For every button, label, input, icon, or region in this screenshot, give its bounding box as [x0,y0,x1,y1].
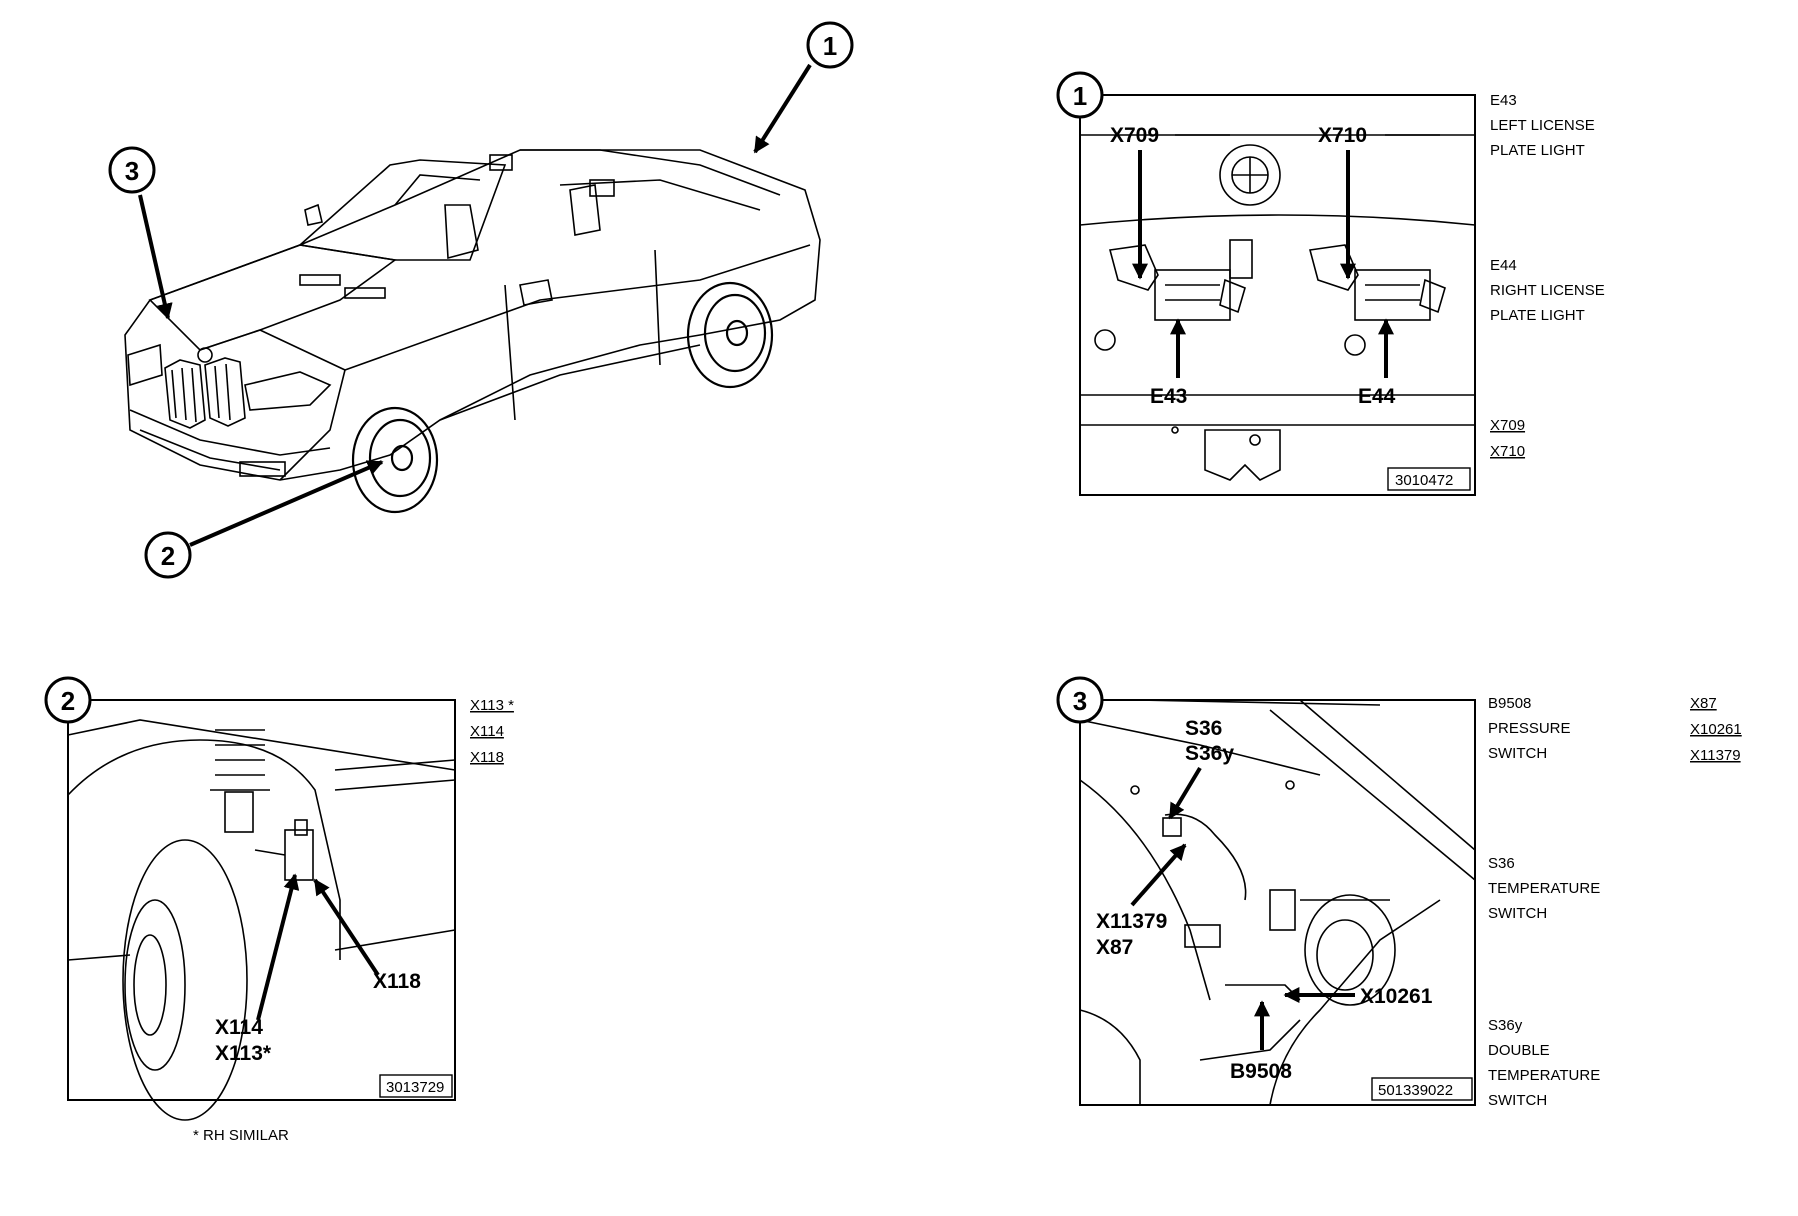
panel-2-part-number: 3013729 [386,1079,444,1096]
label-x113: X113* [215,1042,272,1065]
panel-2-x114-arrow [256,873,300,1021]
connector-x113: X113 * [470,697,514,714]
rear-wheel [686,281,774,389]
panel-1-illustration [1079,134,1476,481]
panel-2-footnote: * RH SIMILAR [193,1127,289,1144]
legend-e43-desc-1: LEFT LICENSE [1490,117,1595,134]
panel-3-illustration [1079,699,1476,1106]
legend-s36y-code: S36y [1488,1017,1523,1034]
panel-2-part-number-box [379,1074,453,1098]
front-wheel [351,406,439,514]
callout-3-arrow [138,194,173,320]
callout-3-circle [108,146,156,194]
connector-x709: X709 [1490,417,1525,434]
panel-1-part-number-box [1387,467,1471,491]
label-x709: X709 [1110,124,1159,147]
panel-2-connector-list: X113 * X114 X118 [470,697,514,766]
callout-2-circle [144,531,192,579]
callout-2-number: 2 [161,541,175,571]
label-s36: S36 [1185,717,1222,740]
callout-1-circle [806,21,854,69]
label-x114: X114 [215,1016,263,1039]
panel-3-part-number: 501339022 [1378,1082,1453,1099]
panel-2-badge-number: 2 [61,686,75,716]
legend-b9508-desc-1: PRESSURE [1488,720,1571,737]
callout-1-number: 1 [823,31,837,61]
panel-1-badge-number: 1 [1073,81,1087,111]
detail-panel-1: X709 X710 E43 E44 3010472 1 E43 LEFT LIC… [1056,71,1605,496]
panel-1-part-number: 3010472 [1395,472,1453,489]
legend-e44-code: E44 [1490,257,1517,274]
car-overview: 1 2 3 [108,21,854,579]
label-x118: X118 [373,970,421,993]
label-x710: X710 [1318,124,1367,147]
legend-b9508-code: B9508 [1488,695,1531,712]
panel-2-x118-arrow [313,878,380,977]
panel-3-legend: B9508 PRESSURE SWITCH S36 TEMPERATURE SW… [1488,695,1742,1109]
callout-2-arrow [189,460,384,547]
label-b9508: B9508 [1230,1060,1292,1083]
detail-panel-3: S36 S36y X11379 X87 X10261 B9508 5013390… [1056,676,1742,1109]
legend-e43-desc-2: PLATE LIGHT [1490,142,1585,159]
connector-x10261: X10261 [1690,721,1742,738]
connector-x118: X118 [470,749,504,766]
legend-b9508-desc-2: SWITCH [1488,745,1547,762]
label-x87: X87 [1096,936,1133,959]
panel-3-part-number-box [1371,1077,1473,1101]
callout-1: 1 [753,21,854,154]
panel-3-badge [1056,676,1104,724]
legend-e43-code: E43 [1490,92,1517,109]
car-illustration [124,149,821,481]
panel-2-badge [44,676,92,724]
callout-3-number: 3 [125,156,139,186]
connector-x114: X114 [470,723,504,740]
panel-3-frame [1079,699,1476,1106]
panel-3-badge-number: 3 [1073,686,1087,716]
label-e43: E43 [1150,385,1187,408]
connector-x710: X710 [1490,443,1525,460]
legend-s36y-desc-2: TEMPERATURE [1488,1067,1600,1084]
legend-s36y-desc-1: DOUBLE [1488,1042,1550,1059]
callout-2: 2 [144,460,384,579]
label-x10261: X10261 [1360,985,1433,1008]
callout-3: 3 [108,146,173,320]
legend-s36-desc-2: SWITCH [1488,905,1547,922]
connector-x87: X87 [1690,695,1717,712]
panel-3-s36-arrow [1168,766,1202,820]
legend-s36y-desc-3: SWITCH [1488,1092,1547,1109]
panel-2-frame [67,699,456,1101]
panel-3-x11379-arrow [1130,843,1187,907]
panel-2-illustration [67,719,456,1121]
connector-x11379: X11379 [1690,747,1741,764]
legend-s36-code: S36 [1488,855,1515,872]
panel-1-legend: E43 LEFT LICENSE PLATE LIGHT E44 RIGHT L… [1490,92,1605,460]
label-e44: E44 [1358,385,1396,408]
callout-1-arrow [753,63,812,154]
legend-s36-desc-1: TEMPERATURE [1488,880,1600,897]
label-s36y: S36y [1185,742,1234,765]
detail-panel-2: X118 X114 X113* 3013729 2 X113 * X114 X1… [44,676,514,1144]
label-x11379: X11379 [1096,910,1167,933]
legend-e44-desc-1: RIGHT LICENSE [1490,282,1605,299]
panel-1-badge [1056,71,1104,119]
legend-e44-desc-2: PLATE LIGHT [1490,307,1585,324]
